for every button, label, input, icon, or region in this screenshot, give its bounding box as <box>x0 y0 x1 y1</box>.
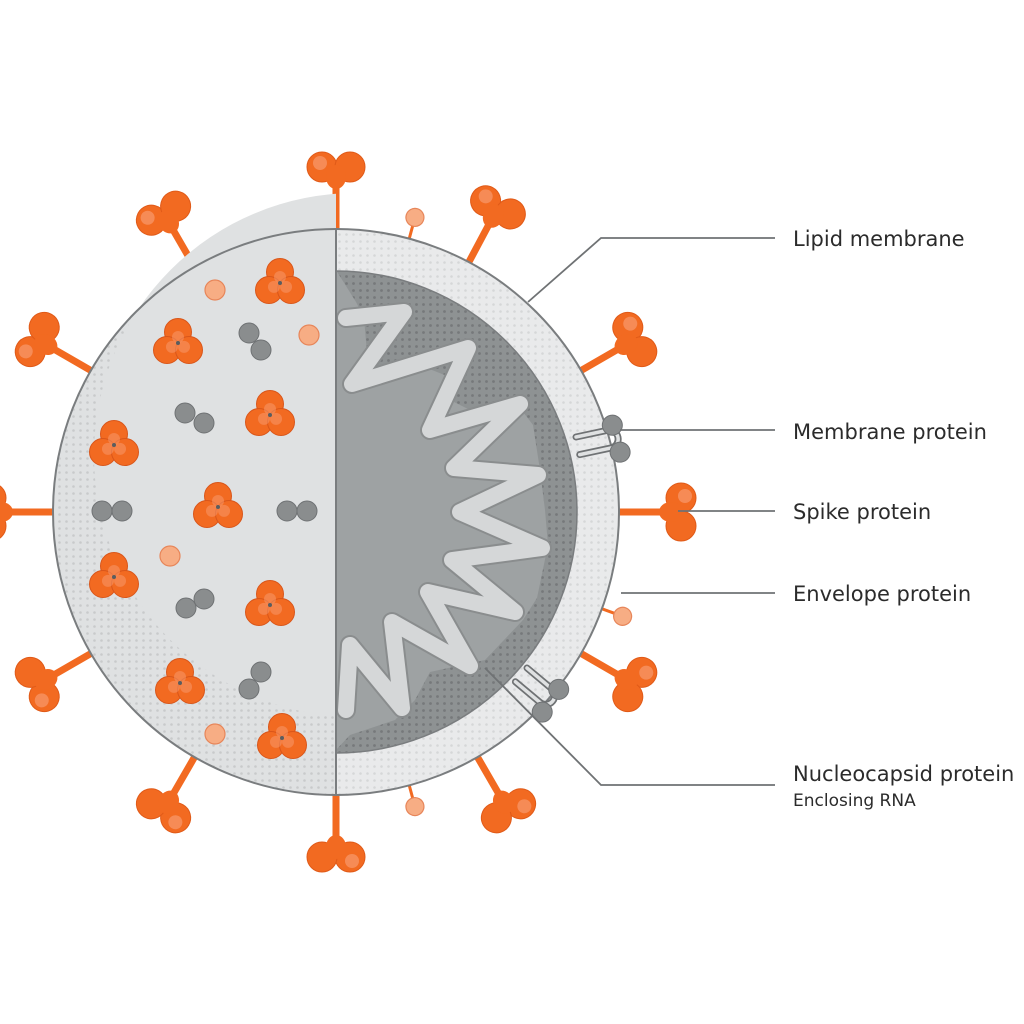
spike-protein <box>549 633 658 713</box>
surface-spike-heads <box>89 258 307 759</box>
surface-spike-head <box>153 318 203 364</box>
surface-envelope-protein <box>298 324 320 346</box>
label-nucleocapsid-protein: Nucleocapsid protein <box>793 762 1014 786</box>
leader-nucleocapsid-protein <box>484 667 775 786</box>
surface-spike-head <box>89 420 139 466</box>
virus-body <box>52 193 620 796</box>
membrane-protein <box>511 664 570 723</box>
spike-protein <box>306 758 366 873</box>
surface-membrane-proteins <box>91 322 318 700</box>
envelope-proteins <box>399 207 633 817</box>
surface-spike-head <box>89 552 139 598</box>
surface-membrane-protein <box>238 661 272 700</box>
surface-membrane-protein <box>91 500 133 522</box>
surface-spike-head <box>155 658 205 704</box>
surface-envelope-proteins <box>159 279 320 745</box>
spike-protein <box>14 311 123 391</box>
membrane-protein <box>572 414 631 463</box>
label-nucleocapsid-sub: Enclosing RNA <box>793 791 916 811</box>
surface-membrane-protein <box>276 500 318 522</box>
spike-protein <box>135 190 215 299</box>
surface-envelope-protein <box>159 545 181 567</box>
leader-lines <box>484 237 775 786</box>
label-lipid-membrane: Lipid membrane <box>793 227 965 251</box>
surface-envelope-protein <box>204 279 226 301</box>
spike-protein <box>449 185 526 295</box>
surface-membrane-protein <box>175 588 215 619</box>
surface-membrane-protein <box>238 322 272 361</box>
virus-cross-section <box>336 229 619 795</box>
spike-protein <box>549 311 658 391</box>
label-envelope-protein: Envelope protein <box>793 582 971 606</box>
surface-membrane-protein <box>174 402 215 434</box>
surface-spike-head <box>245 390 295 436</box>
surface-spike-head <box>193 482 243 528</box>
surface-spike-head <box>257 713 307 759</box>
rna-strand <box>336 302 552 720</box>
leader-lipid-membrane <box>527 237 775 303</box>
surface-envelope-protein <box>204 723 226 745</box>
surface-spike-head <box>245 580 295 626</box>
label-spike-protein: Spike protein <box>793 500 931 524</box>
surface-spike-head <box>255 258 305 304</box>
label-membrane-protein: Membrane protein <box>793 420 987 444</box>
spike-proteins <box>0 151 697 873</box>
membrane-protein-hooks <box>511 414 631 723</box>
